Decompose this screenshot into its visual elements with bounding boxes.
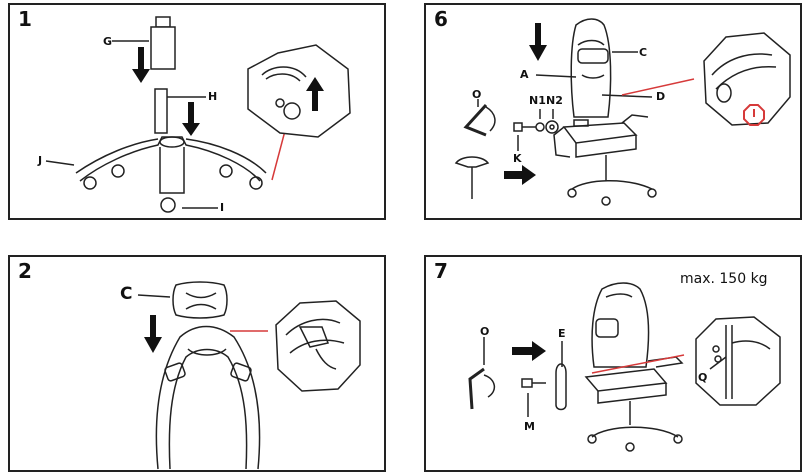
leader-line <box>45 160 75 166</box>
warning-octagon-icon <box>743 104 765 126</box>
label-a: A <box>520 68 529 81</box>
label-g: G <box>103 35 113 48</box>
label-d: D <box>656 90 666 103</box>
down-arrow-icon <box>182 102 200 136</box>
office-chair <box>584 282 684 452</box>
label-i: I <box>220 201 225 214</box>
label-h: H <box>208 90 218 103</box>
chair-backrest <box>570 18 612 118</box>
rotate-arrow-icon <box>483 374 496 398</box>
label-e: E <box>558 327 566 340</box>
bolt-detail <box>711 53 777 103</box>
detail-callout-octagon <box>247 44 351 138</box>
step-6-panel: 6 <box>424 3 802 220</box>
step-number: 7 <box>434 259 448 283</box>
bolt-k <box>513 122 536 132</box>
leader-line <box>535 74 577 78</box>
max-weight-caption: max. 150 kg <box>680 271 768 287</box>
step-number: 2 <box>18 259 32 283</box>
step-2-panel: 2 C <box>8 255 386 472</box>
label-n2: N2 <box>546 94 563 107</box>
label-o: O <box>480 325 490 338</box>
label-k: K <box>513 152 522 165</box>
step-7-illustration <box>468 282 781 452</box>
caster-wheel-detail <box>261 66 307 120</box>
down-arrow-icon <box>529 23 547 61</box>
callout-line <box>591 354 685 374</box>
callout-line <box>621 78 695 96</box>
armrest-e <box>555 363 567 411</box>
down-arrow-icon <box>144 315 162 353</box>
rotate-arrow-icon <box>485 106 496 132</box>
right-arrow-icon <box>504 165 536 185</box>
chair-backrest <box>155 325 261 470</box>
armrest-bolt-detail <box>709 325 771 399</box>
leader-line <box>601 94 653 98</box>
detail-callout-octagon <box>695 316 781 406</box>
label-q: Q <box>698 371 708 384</box>
step-number: 6 <box>434 7 448 31</box>
down-arrow-icon <box>132 47 150 83</box>
label-m: M <box>524 420 535 433</box>
leader-line <box>137 294 171 298</box>
cover-tube <box>154 88 168 134</box>
label-c: C <box>120 284 133 304</box>
detail-callout-octagon <box>275 300 361 392</box>
step-number: 1 <box>18 7 32 31</box>
chair-base <box>75 136 267 213</box>
gas-lift-cylinder <box>150 16 176 70</box>
label-c: C <box>639 46 648 59</box>
allen-key <box>463 103 488 137</box>
step-2-illustration <box>137 281 361 470</box>
step-7-panel: 7 max. 150 kg <box>424 255 802 472</box>
washer-n2 <box>545 120 559 134</box>
label-j: J <box>38 154 43 167</box>
label-n1: N1 <box>529 94 546 107</box>
detail-callout-octagon <box>703 32 791 126</box>
bolt-m <box>521 378 546 388</box>
strap-detail <box>285 318 345 370</box>
step-1-panel: 1 <box>8 3 386 220</box>
label-o: O <box>472 88 482 101</box>
chair-seat <box>553 114 657 206</box>
washer-n1 <box>535 122 545 132</box>
right-arrow-icon <box>512 341 546 361</box>
allen-key <box>468 367 485 410</box>
step-6-illustration <box>454 18 791 206</box>
callout-line <box>271 126 287 181</box>
headrest-pillow <box>172 281 228 319</box>
step-1-illustration <box>45 16 351 213</box>
up-arrow-icon <box>306 77 324 111</box>
t-handle-tool <box>454 156 490 199</box>
